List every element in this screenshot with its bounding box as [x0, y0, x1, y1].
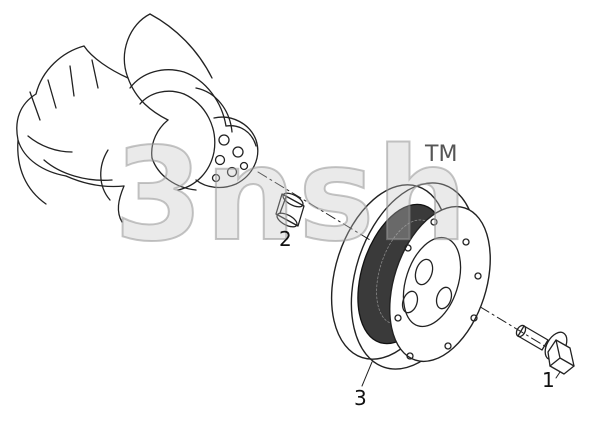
crankshaft — [16, 13, 259, 223]
callout-part-3: 3 — [354, 386, 367, 410]
crankshaft-pulley — [330, 182, 491, 370]
pulley-bolt — [515, 324, 575, 375]
dowel-pin — [275, 192, 305, 228]
callout-part-1: 1 — [542, 368, 555, 392]
leader-line-3 — [361, 361, 373, 387]
trademark-symbol: TM — [425, 142, 458, 167]
leader-line-1 — [555, 371, 561, 379]
brand-watermark: 3nsh — [113, 121, 470, 270]
callout-part-2: 2 — [279, 227, 292, 251]
